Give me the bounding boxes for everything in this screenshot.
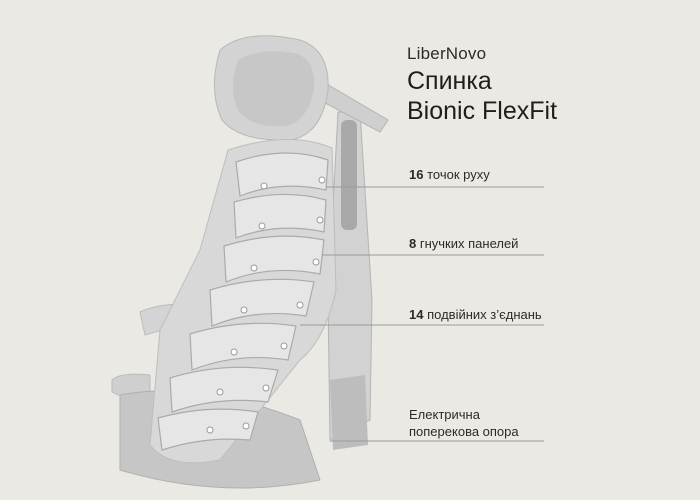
feature-flex-panels: 8 гнучких панелей: [409, 236, 518, 251]
brand-logo: LiberNovo: [407, 44, 487, 63]
feature-text-line-2: поперекова опора: [409, 424, 519, 439]
feature-number: 8: [409, 236, 417, 251]
feature-double-joints: 14 подвійних з’єднань: [409, 307, 542, 322]
feature-motion-points: 16 точок руху: [409, 167, 490, 182]
headrest-mesh: [233, 51, 315, 127]
feature-text: подвійних з’єднань: [427, 307, 542, 322]
feature-lumbar-support: Електрична поперекова опора: [409, 406, 519, 440]
headline-line-1: Спинка: [407, 67, 492, 95]
feature-number: 14: [409, 307, 424, 322]
feature-text-line-1: Електрична: [409, 407, 480, 422]
panel-6: [169, 366, 279, 413]
panel-2: [233, 193, 327, 239]
panel-3: [223, 235, 325, 283]
panel-5: [189, 322, 297, 371]
feature-number: 16: [409, 167, 424, 182]
feature-text: гнучких панелей: [419, 236, 519, 251]
panel-4: [209, 278, 315, 327]
flex-panels: [157, 152, 329, 451]
lumbar-mechanism: [330, 375, 368, 450]
callout-lines: [300, 186, 544, 442]
panel-1: [235, 152, 329, 197]
pivot-points: [206, 176, 326, 434]
headline-line-2: Bionic FlexFit: [407, 97, 558, 125]
feature-text: точок руху: [427, 167, 490, 182]
post-slider: [341, 120, 357, 230]
headline: Спинка Bionic FlexFit: [407, 66, 557, 126]
